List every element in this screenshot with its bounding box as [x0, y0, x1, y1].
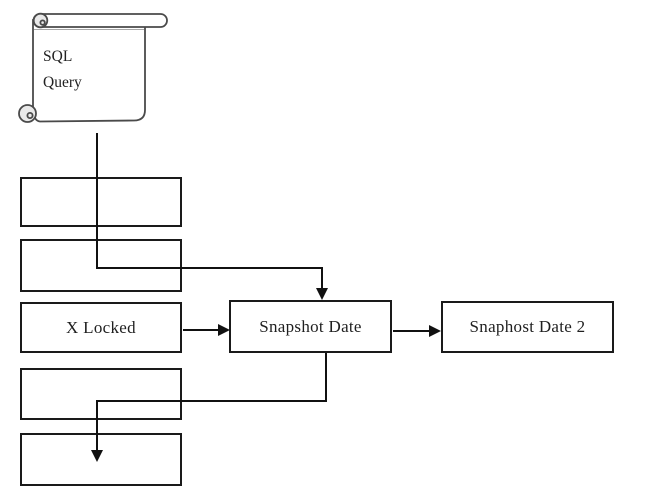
scroll-top-roll — [32, 13, 168, 28]
scroll-label: SQL Query — [43, 44, 82, 96]
node-snapshot-date: Snapshot Date — [229, 300, 392, 353]
arrowhead-down-icon — [316, 288, 328, 300]
node-x-locked-label: X Locked — [66, 317, 136, 337]
arrowhead-right-icon — [429, 325, 441, 337]
scroll-label-line1: SQL — [43, 48, 73, 65]
node-snaphost-date-2-label: Snaphost Date 2 — [469, 317, 586, 336]
scroll-top-curl — [32, 12, 49, 29]
node-empty-top-2 — [20, 239, 182, 292]
node-x-locked: X Locked — [20, 302, 182, 353]
node-snaphost-date-2: Snaphost Date 2 — [441, 301, 614, 353]
node-empty-bottom-1 — [20, 368, 182, 420]
node-empty-top-1 — [20, 177, 182, 227]
scroll-bottom-curl — [18, 104, 37, 123]
edge-x-locked-to-snapshot-date — [183, 324, 230, 336]
node-snapshot-date-label: Snapshot Date — [259, 316, 362, 336]
scroll-label-line2: Query — [43, 74, 82, 91]
edge-snapshot-date-to-snaphost-date-2 — [393, 325, 441, 337]
node-empty-bottom-2 — [20, 433, 182, 486]
